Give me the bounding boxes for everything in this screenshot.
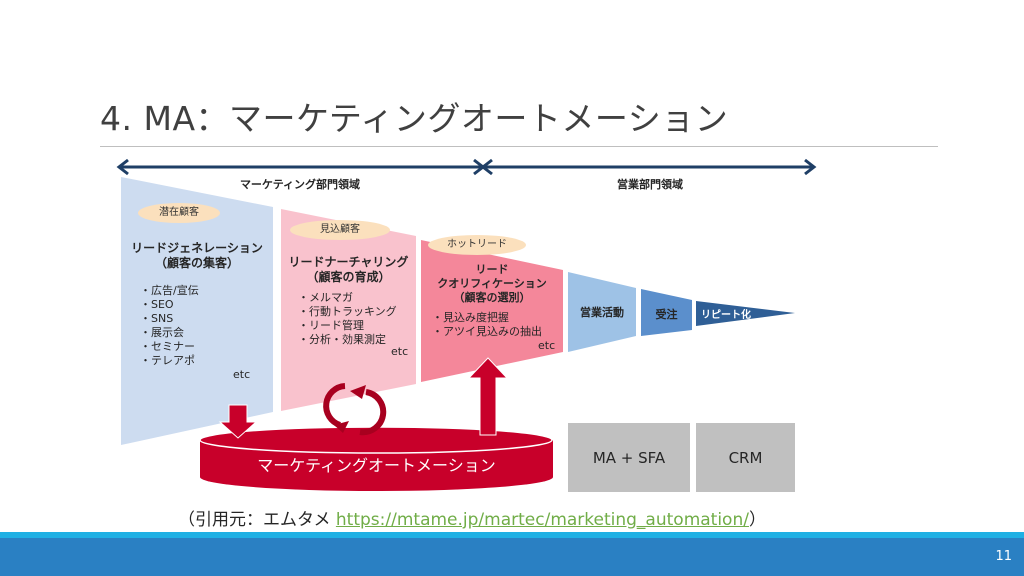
up-arrow-icon	[467, 357, 509, 436]
stage-items: ・広告/宣伝・SEO・SNS・展示会・セミナー・テレアポ	[140, 284, 199, 367]
area-arrow	[116, 158, 817, 176]
etc-label: etc	[391, 345, 409, 358]
footer-bar	[0, 538, 1024, 576]
citation: （引用元：エムタメ https://mtame.jp/martec/market…	[178, 505, 766, 530]
slide-title: 4. MA：マーケティングオートメーション	[100, 99, 729, 138]
etc-label: etc	[538, 339, 556, 352]
stage-items: ・見込み度把握・アツイ見込みの抽出	[432, 311, 542, 338]
tool-ma-sfa: MA + SFA	[568, 423, 690, 492]
stage-lead-generation-shape	[121, 177, 273, 445]
badge-hot-lead: ホットリード	[428, 235, 526, 255]
title-divider	[100, 146, 938, 147]
stage-repeat-shape	[696, 301, 795, 326]
citation-prefix: （引用元：エムタメ	[178, 510, 336, 530]
badge-prospect: 見込顧客	[290, 220, 390, 240]
stage-title: リードナーチャリング（顧客の育成）	[288, 255, 409, 284]
etc-label: etc	[233, 368, 251, 381]
citation-suffix: ）	[748, 510, 766, 530]
stage-sales-activity-shape	[568, 272, 636, 352]
page-number: 11	[995, 549, 1012, 564]
stage-lead-qualification-shape	[421, 240, 563, 382]
platform-label: マーケティングオートメーション	[257, 456, 496, 475]
cycle-arrows-icon	[323, 383, 387, 436]
stage-lead-nurturing-shape	[281, 209, 416, 411]
tool-crm: CRM	[696, 423, 795, 492]
footer-accent-strip	[0, 532, 1024, 538]
stage-title: リードジェネレーション（顧客の集客）	[131, 241, 263, 270]
stage-items: ・メルマガ・行動トラッキング・リード管理・分析・効果測定	[298, 291, 397, 346]
sales-area-label: 営業部門領域	[617, 178, 683, 191]
repeat-label: リピート化	[701, 310, 751, 321]
order-label: 受注	[655, 308, 678, 321]
stage-title: リードクオリフィケーション（顧客の選別）	[437, 263, 547, 304]
stage-order-shape	[641, 289, 692, 336]
badge-potential-customer: 潜在顧客	[138, 203, 220, 223]
sales-activity-label: 営業活動	[580, 306, 624, 319]
citation-link[interactable]: https://mtame.jp/martec/marketing_automa…	[335, 510, 749, 530]
down-arrow-icon	[218, 404, 258, 439]
marketing-area-label: マーケティング部門領域	[239, 178, 361, 191]
